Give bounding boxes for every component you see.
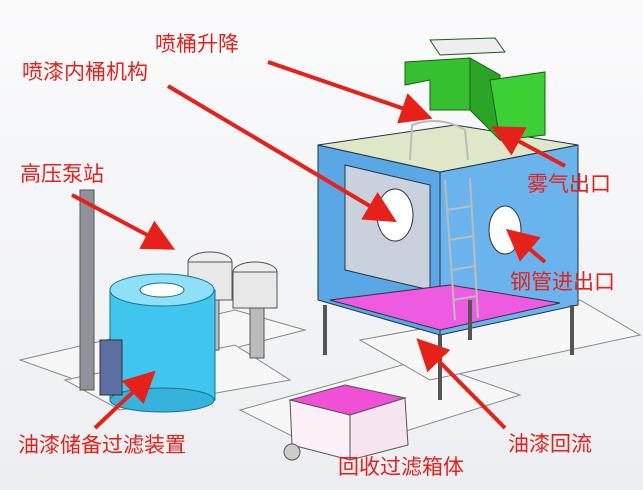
label-recovery-filter-box: 回收过滤箱体 bbox=[338, 455, 464, 479]
arrow-inner-bucket bbox=[166, 84, 397, 223]
label-pump-station: 高压泵站 bbox=[20, 162, 104, 186]
label-inner-bucket-mechanism: 喷漆内桶机构 bbox=[22, 60, 148, 84]
mist-duct bbox=[404, 37, 546, 142]
arrow-pump-station bbox=[71, 193, 176, 250]
label-paint-storage-filter: 油漆储备过滤装置 bbox=[18, 433, 186, 457]
arrow-paint-return bbox=[416, 338, 507, 430]
paint-tank bbox=[99, 273, 216, 413]
recovery-filter-box bbox=[283, 384, 409, 461]
pipe-opening bbox=[488, 205, 522, 255]
ladder bbox=[409, 120, 479, 321]
label-spray-bucket-lift: 喷桶升降 bbox=[155, 32, 239, 56]
label-paint-return: 油漆回流 bbox=[508, 432, 592, 456]
arrow-mist-outlet bbox=[490, 126, 566, 168]
label-pipe-inlet-outlet: 钢管进出口 bbox=[510, 270, 615, 294]
arrow-pipe bbox=[505, 228, 547, 264]
label-mist-outlet: 雾气出口 bbox=[527, 172, 611, 196]
arrow-spray-bucket-lift bbox=[267, 60, 433, 124]
arrow-paint-storage bbox=[93, 370, 156, 430]
